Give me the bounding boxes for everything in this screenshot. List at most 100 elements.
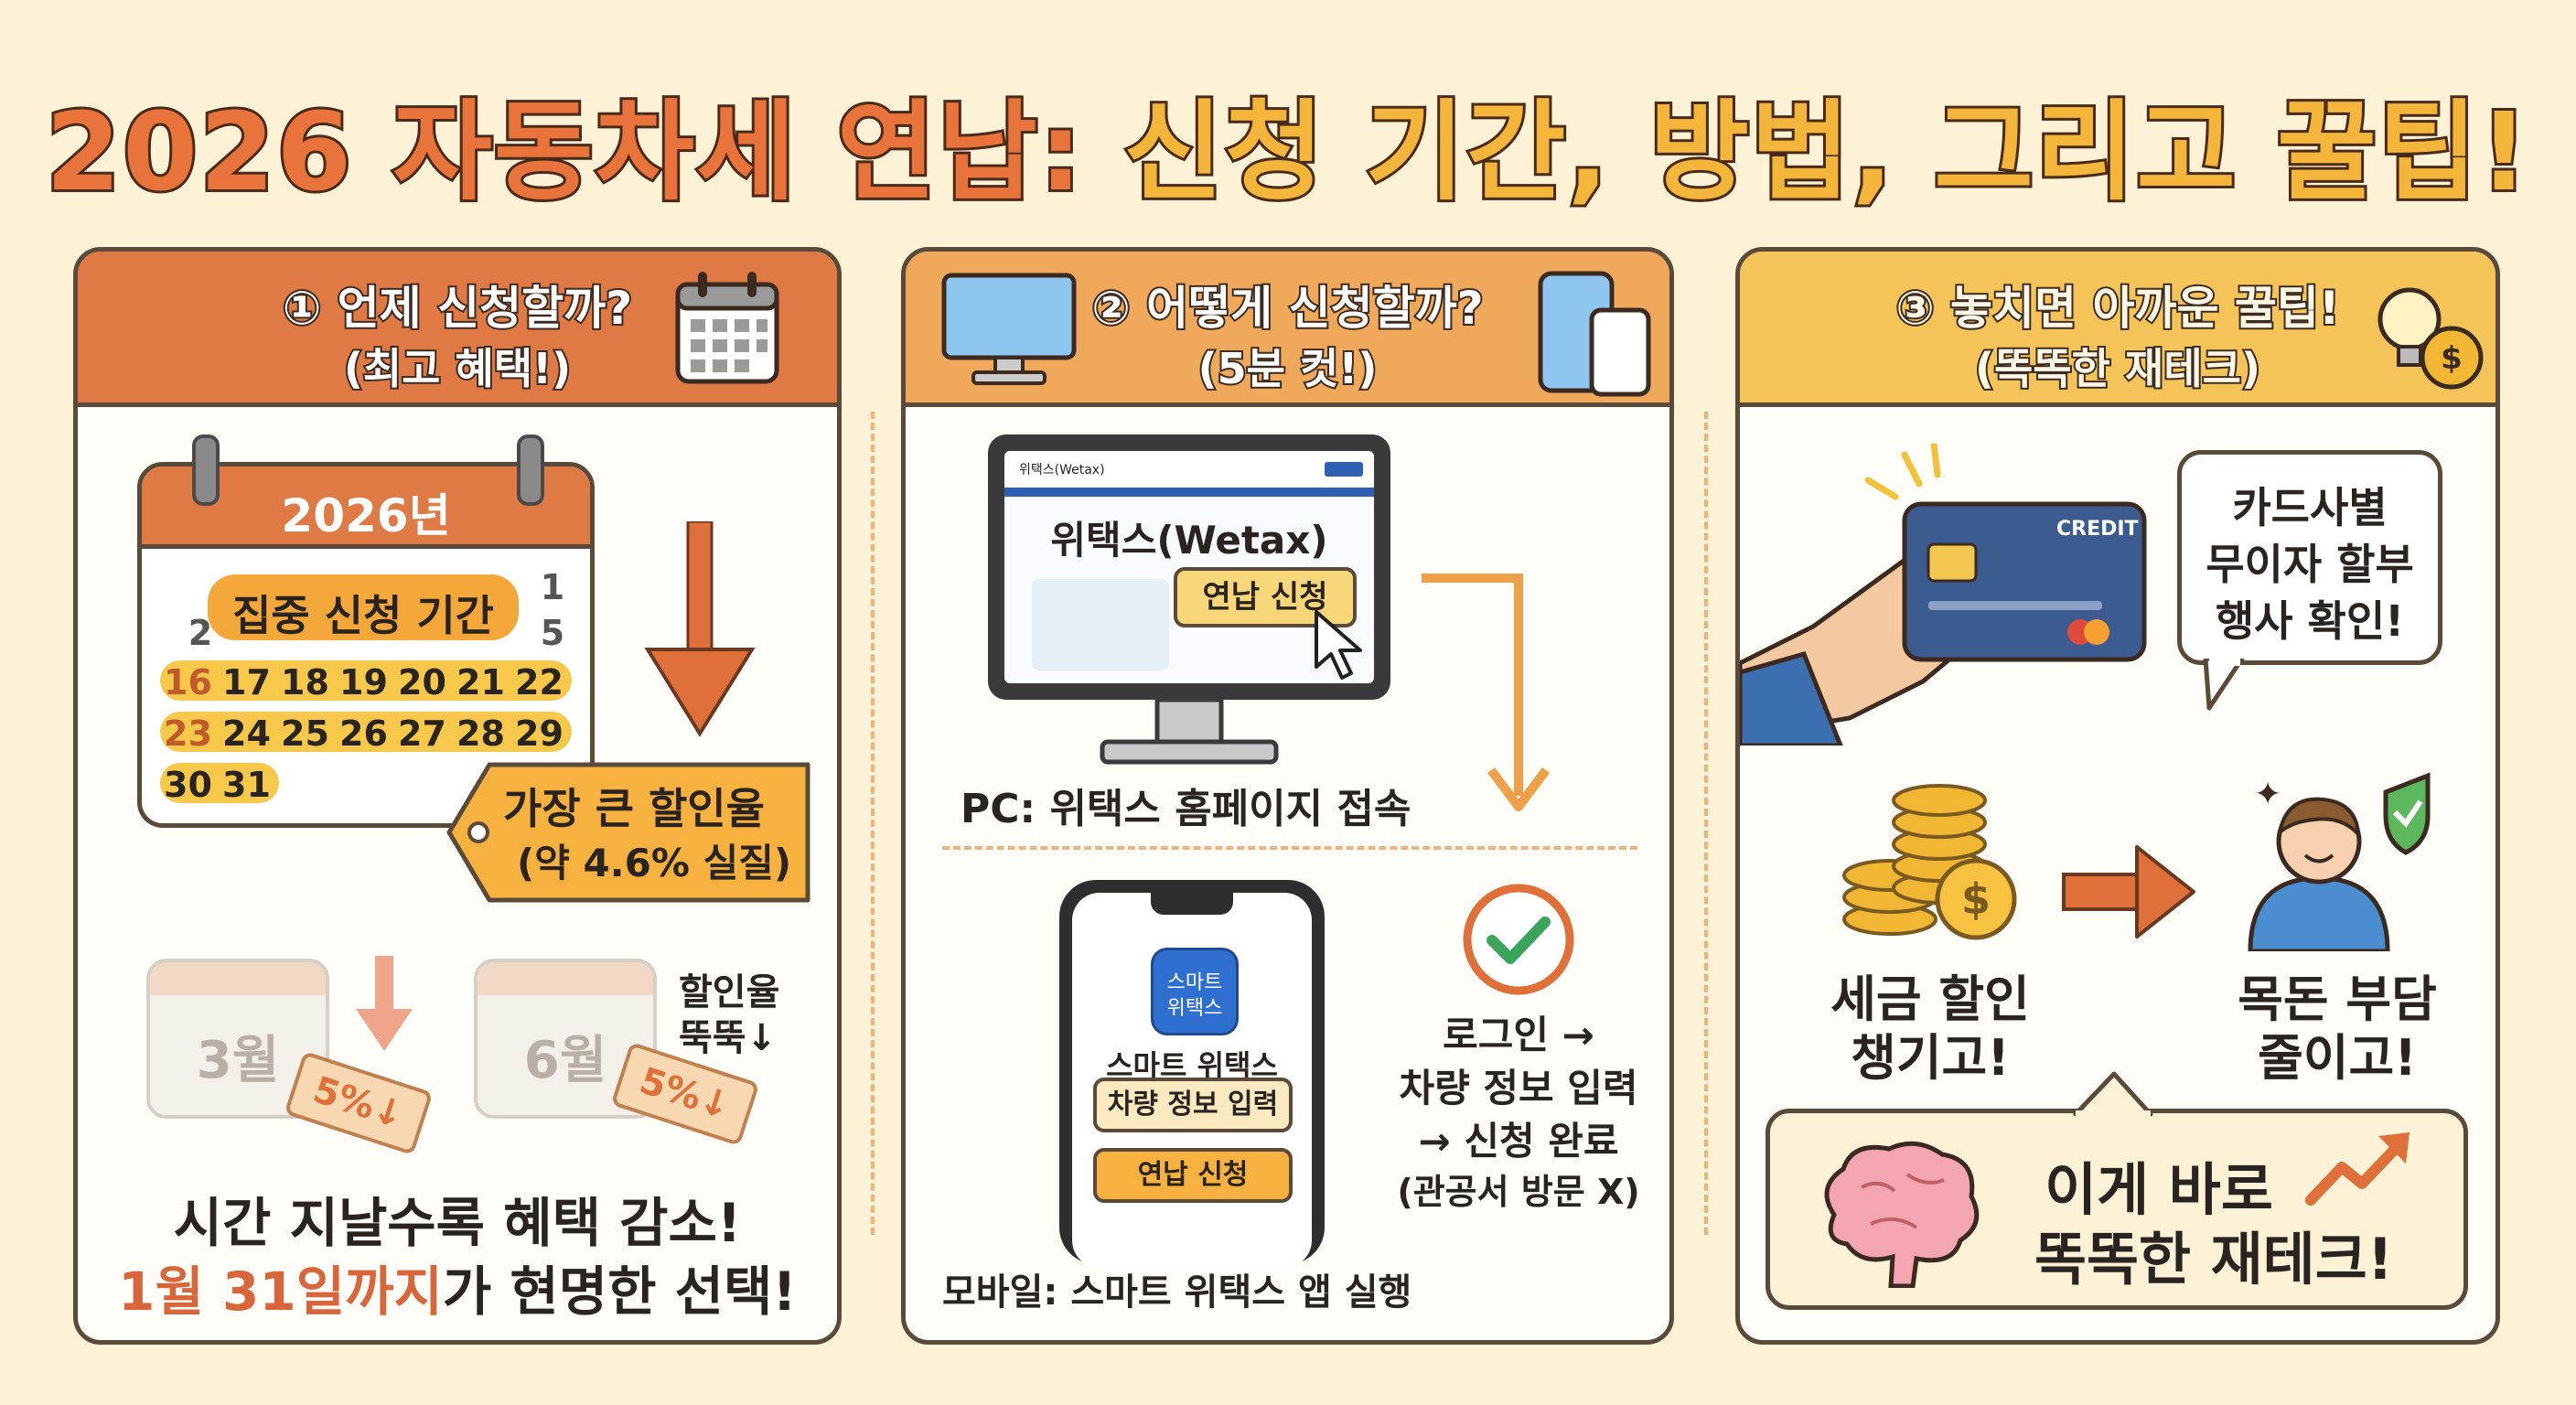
panel-when-subtitle: (최고 혜택!) bbox=[342, 342, 573, 395]
steps-line3: → 신청 완료 bbox=[1418, 1119, 1619, 1164]
installment-speech-bubble: 카드사별 무이자 할부 행사 확인! bbox=[2177, 450, 2442, 665]
day-5: 5 bbox=[540, 613, 565, 653]
day-21: 21 bbox=[456, 662, 505, 702]
cursor-icon bbox=[1315, 610, 1362, 680]
box-tail bbox=[2073, 1071, 2153, 1118]
panel1-footer-line2: 1월 31일까지가 현명한 선택! bbox=[73, 1249, 842, 1325]
check-circle-icon bbox=[1463, 884, 1574, 995]
day-31: 31 bbox=[222, 765, 271, 805]
app-icon-line1: 스마트 bbox=[1166, 971, 1223, 994]
march-label: 3월 bbox=[196, 1031, 280, 1090]
wetax-brand: 위택스(Wetax) bbox=[1019, 463, 1105, 477]
divider-2 bbox=[1704, 412, 1708, 1235]
day-2: 2 bbox=[188, 613, 213, 653]
app-icon-line2: 위택스 bbox=[1166, 997, 1223, 1020]
panel-how-subtitle: (5분 컷!) bbox=[1197, 342, 1379, 395]
arrow-down-small-icon bbox=[356, 956, 413, 1051]
panel-tips-title: ③ 놓치면 아까운 꿀팁! bbox=[1894, 280, 2341, 337]
bubble-line2: 무이자 할부 bbox=[2206, 540, 2414, 589]
svg-text:$: $ bbox=[2441, 340, 2463, 377]
divider-1 bbox=[871, 412, 875, 1235]
calendar-year: 2026년 bbox=[281, 489, 451, 542]
footer-line2-rest: 가 현명한 선택! bbox=[442, 1260, 797, 1323]
highlight-pill bbox=[208, 574, 519, 640]
week-row-1 bbox=[160, 660, 572, 701]
rate-note-line2: 뚝뚝↓ bbox=[679, 1017, 778, 1059]
panel-when-title: ① 언제 신청할까? bbox=[281, 280, 634, 337]
hand-credit-card-illustration bbox=[1740, 444, 2147, 745]
deadline-highlight: 1월 31일까지 bbox=[118, 1260, 443, 1323]
monitor-stand bbox=[1100, 700, 1279, 765]
trend-up-arrow-icon bbox=[2305, 1132, 2410, 1206]
day-26: 26 bbox=[339, 713, 388, 754]
section-divider bbox=[942, 846, 1637, 850]
day-22: 22 bbox=[515, 662, 564, 702]
card-label: CREDIT bbox=[2056, 518, 2139, 541]
week-row-3 bbox=[160, 763, 279, 803]
lightbulb-coin-icon: $ bbox=[2377, 287, 2484, 390]
coins-line1: 세금 할인 bbox=[1830, 971, 2030, 1028]
day-27: 27 bbox=[398, 713, 446, 754]
arrow-down-icon bbox=[644, 521, 756, 737]
calendar-card: 2026년 집중 신청 기간 1 2 5 16 17 18 19 20 21 2… bbox=[137, 462, 595, 828]
coin-stack-icon: $ bbox=[1842, 784, 2017, 940]
relaxed-person-illustration: ✦ bbox=[2248, 772, 2431, 951]
svg-text:$: $ bbox=[1961, 874, 1991, 924]
panel-tips-subtitle: (똑똑한 재테크) bbox=[1973, 342, 2262, 395]
steps-line4: (관공서 방문 X) bbox=[1397, 1172, 1640, 1212]
discount-tag-line2: (약 4.6% 실질) bbox=[517, 841, 792, 885]
steps-line1: 로그인 → bbox=[1443, 1013, 1594, 1057]
day-19: 19 bbox=[339, 662, 388, 702]
app-name: 스마트 위택스 bbox=[1106, 1048, 1278, 1083]
arrow-bend-icon bbox=[1422, 574, 1550, 811]
person-line1: 목돈 부담 bbox=[2238, 971, 2437, 1028]
svg-text:✦: ✦ bbox=[2254, 776, 2281, 813]
panel-tips-header: ③ 놓치면 아까운 꿀팁! (똑똑한 재테크) bbox=[1740, 252, 2496, 407]
pc-caption: PC: 위택스 홈페이지 접속 bbox=[961, 786, 1411, 832]
wetax-apply-button[interactable]: 연납 신청 bbox=[1174, 567, 1357, 627]
vehicle-info-button[interactable]: 차량 정보 입력 bbox=[1093, 1078, 1293, 1132]
calendar-ring-right bbox=[517, 434, 544, 506]
bubble-line1: 카드사별 bbox=[2232, 483, 2388, 532]
calendar-highlight-label: 집중 신청 기간 bbox=[232, 591, 494, 640]
day-1: 1 bbox=[540, 567, 565, 607]
panel1-footer-line1: 시간 지날수록 혜택 감소! bbox=[173, 1192, 742, 1254]
monitor-icon bbox=[941, 273, 1077, 385]
day-20: 20 bbox=[398, 662, 446, 702]
smartphone: 스마트 위택스 스마트 위택스 bbox=[1059, 880, 1325, 1268]
wetax-site-title: 위택스(Wetax) bbox=[1050, 518, 1328, 563]
day-28: 28 bbox=[456, 713, 505, 754]
discount-tag-line1: 가장 큰 할인율 bbox=[503, 784, 765, 833]
app-apply-button[interactable]: 연납 신청 bbox=[1093, 1148, 1293, 1203]
mobile-caption: 모바일: 스마트 위택스 앱 실행 bbox=[942, 1271, 1412, 1314]
week-row-2 bbox=[160, 712, 572, 752]
panel-when-header: ① 언제 신청할까? (최고 혜택!) bbox=[78, 252, 837, 407]
person-line2: 줄이고! bbox=[2258, 1029, 2417, 1087]
day-23: 23 bbox=[164, 713, 212, 754]
bubble-line3: 행사 확인! bbox=[2215, 596, 2405, 646]
june-label: 6월 bbox=[523, 1031, 607, 1090]
title-part1: 2026 자동차세 연납: bbox=[43, 86, 1124, 218]
final-line2: 똑똑한 재테크! bbox=[2034, 1226, 2394, 1292]
discount-tag-shape bbox=[446, 762, 810, 903]
smart-wetax-app-icon[interactable] bbox=[1151, 948, 1239, 1035]
steps-line2: 차량 정보 입력 bbox=[1399, 1066, 1638, 1110]
day-17: 17 bbox=[222, 662, 271, 702]
day-25: 25 bbox=[281, 713, 329, 754]
calendar-ring-left bbox=[192, 434, 220, 506]
day-18: 18 bbox=[281, 662, 329, 702]
rate-note-line1: 할인율 bbox=[679, 971, 780, 1014]
day-30: 30 bbox=[164, 765, 212, 805]
coins-line2: 챙기고! bbox=[1851, 1029, 2010, 1087]
arrow-right-icon bbox=[2062, 845, 2195, 938]
panel-how: ② 어떻게 신청할까? (5분 컷!) bbox=[901, 247, 1674, 1345]
panel-how-title: ② 어떻게 신청할까? bbox=[1089, 280, 1485, 337]
day-16: 16 bbox=[164, 662, 212, 702]
brain-icon bbox=[1824, 1141, 1980, 1288]
bubble-tail bbox=[2203, 659, 2245, 711]
day-29: 29 bbox=[515, 713, 564, 754]
mini-calendar-june: 6월 bbox=[474, 959, 657, 1119]
final-line1: 이게 바로 bbox=[2045, 1156, 2273, 1223]
day-24: 24 bbox=[222, 713, 271, 754]
page-title: 2026 자동차세 연납: 신청 기간, 방법, 그리고 꿀팁! bbox=[0, 64, 2576, 220]
